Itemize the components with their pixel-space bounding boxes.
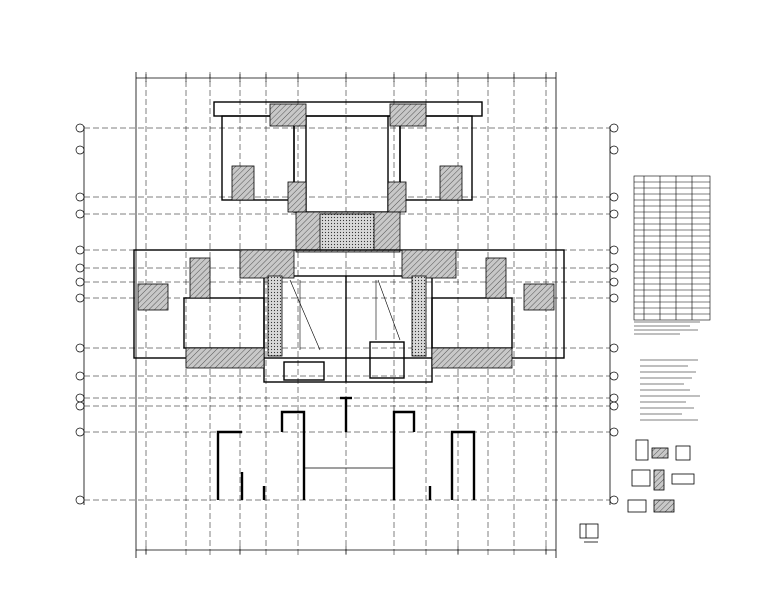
lower-wall-segments [216,396,476,500]
vertical-grid-lines [145,72,547,558]
dimension-frame [83,72,611,558]
north-wing-shear-walls [231,103,463,253]
horizontal-grid-lines [84,127,612,501]
section-detail-sketches [627,439,695,513]
lower-beam-line [303,460,395,469]
top-dimension-ticks [145,74,547,554]
key-plan [579,523,599,543]
stair-diagonals [289,279,401,351]
main-block-walls [133,249,565,383]
main-block-shear-walls [137,249,555,369]
general-notes-block [634,321,700,421]
reinforcement-schedule-table [633,175,711,321]
axis-bubbles [75,123,619,505]
